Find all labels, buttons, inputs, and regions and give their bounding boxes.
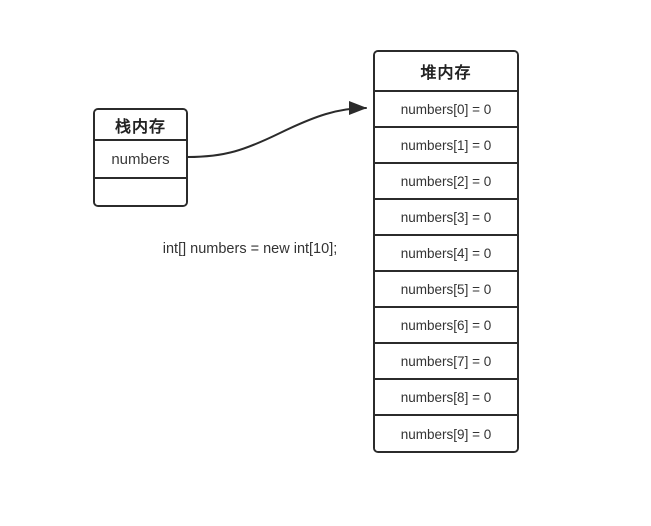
heap-slot-label: numbers[8] = 0 xyxy=(400,389,492,405)
heap-slot-label: numbers[6] = 0 xyxy=(400,317,492,333)
heap-slot-row: numbers[6] = 0 xyxy=(375,308,517,344)
reference-arrow-path xyxy=(187,101,367,158)
heap-slot-label: numbers[1] = 0 xyxy=(400,137,492,153)
heap-memory-box: 堆内存 numbers[0] = 0 numbers[1] = 0 number… xyxy=(373,50,519,453)
stack-variable-label: numbers xyxy=(111,150,170,168)
heap-slot-label: numbers[2] = 0 xyxy=(400,173,492,189)
heap-slot-label: numbers[0] = 0 xyxy=(400,101,492,117)
stack-variable-row: numbers xyxy=(95,141,186,179)
heap-slot-label: numbers[7] = 0 xyxy=(400,353,492,369)
heap-memory-title: 堆内存 xyxy=(420,65,472,82)
heap-slot-row: numbers[4] = 0 xyxy=(375,236,517,272)
heap-slot-row: numbers[9] = 0 xyxy=(375,416,517,451)
stack-empty-row xyxy=(95,179,186,205)
heap-slot-row: numbers[7] = 0 xyxy=(375,344,517,380)
heap-slot-label: numbers[5] = 0 xyxy=(400,281,492,297)
heap-memory-title-row: 堆内存 xyxy=(375,52,517,92)
heap-slot-row: numbers[5] = 0 xyxy=(375,272,517,308)
heap-slot-row: numbers[2] = 0 xyxy=(375,164,517,200)
stack-memory-box: 栈内存 numbers xyxy=(93,108,188,207)
heap-slot-row: numbers[3] = 0 xyxy=(375,200,517,236)
stack-memory-title-row: 栈内存 xyxy=(95,110,186,141)
heap-slot-row: numbers[0] = 0 xyxy=(375,92,517,128)
heap-slot-label: numbers[4] = 0 xyxy=(400,245,492,261)
heap-slot-label: numbers[9] = 0 xyxy=(400,426,492,442)
stack-memory-title: 栈内存 xyxy=(114,118,166,136)
heap-slot-row: numbers[1] = 0 xyxy=(375,128,517,164)
code-caption: int[] numbers = new int[10]; xyxy=(162,241,338,257)
heap-slot-label: numbers[3] = 0 xyxy=(400,209,492,225)
heap-slot-row: numbers[8] = 0 xyxy=(375,380,517,416)
